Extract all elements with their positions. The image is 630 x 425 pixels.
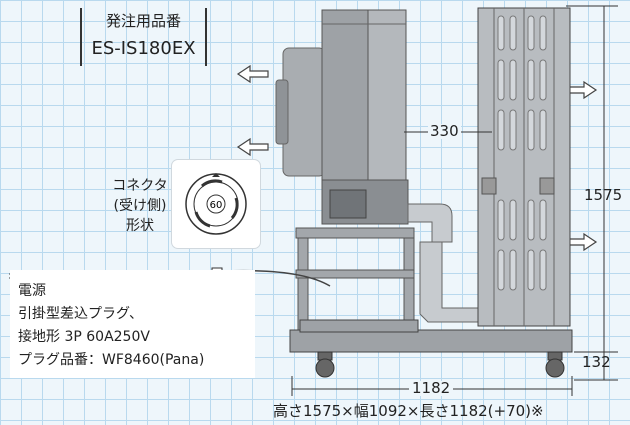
dimension-330: 330: [428, 122, 461, 140]
connector-caption-line1: コネクタ: [112, 178, 168, 194]
overall-size-summary: 高さ1575×幅1092×長さ1182(+70)※: [273, 402, 544, 420]
stand-frame: [289, 227, 573, 353]
connector-caption-line2: (受け側): [113, 198, 167, 214]
order-number-label: 発注用品番: [105, 12, 181, 30]
dimension-height: 1575: [584, 186, 623, 204]
socket-number: 60: [210, 200, 223, 211]
model-box: 発注用品番 ES-IS180EX: [80, 8, 207, 66]
power-spec-box: 電源 引掛型差込プラグ、 接地形 3P 60A250V プラグ品番：WF8460…: [10, 270, 255, 378]
airflow-arrow-right-bottom: [567, 232, 598, 252]
power-ground-rating: 接地形 3P 60A250V: [18, 329, 150, 345]
coil-unit: [477, 7, 571, 327]
model-number: ES-IS180EX: [91, 38, 196, 59]
caster-wheels: [315, 351, 565, 378]
fan-housing: [275, 9, 409, 225]
power-plug-part-number: プラグ品番：WF8460(Pana): [18, 352, 205, 368]
power-plug-type: 引掛型差込プラグ、: [18, 306, 144, 322]
connector-socket-diagram: 60: [172, 160, 260, 248]
dim-1575-lines: [566, 5, 618, 381]
connector-caption-line3: 形状: [126, 218, 154, 234]
dimension-base-height: 132: [582, 353, 611, 371]
dimension-length: 1182: [409, 381, 454, 396]
connector-caption: コネクタ (受け側) 形状: [108, 176, 172, 236]
airflow-arrow-left-bottom: [236, 137, 269, 157]
socket-icon: 60: [185, 173, 247, 235]
airflow-arrow-left-top: [236, 64, 269, 84]
power-title: 電源: [18, 283, 46, 299]
airflow-arrow-right-top: [567, 80, 598, 100]
